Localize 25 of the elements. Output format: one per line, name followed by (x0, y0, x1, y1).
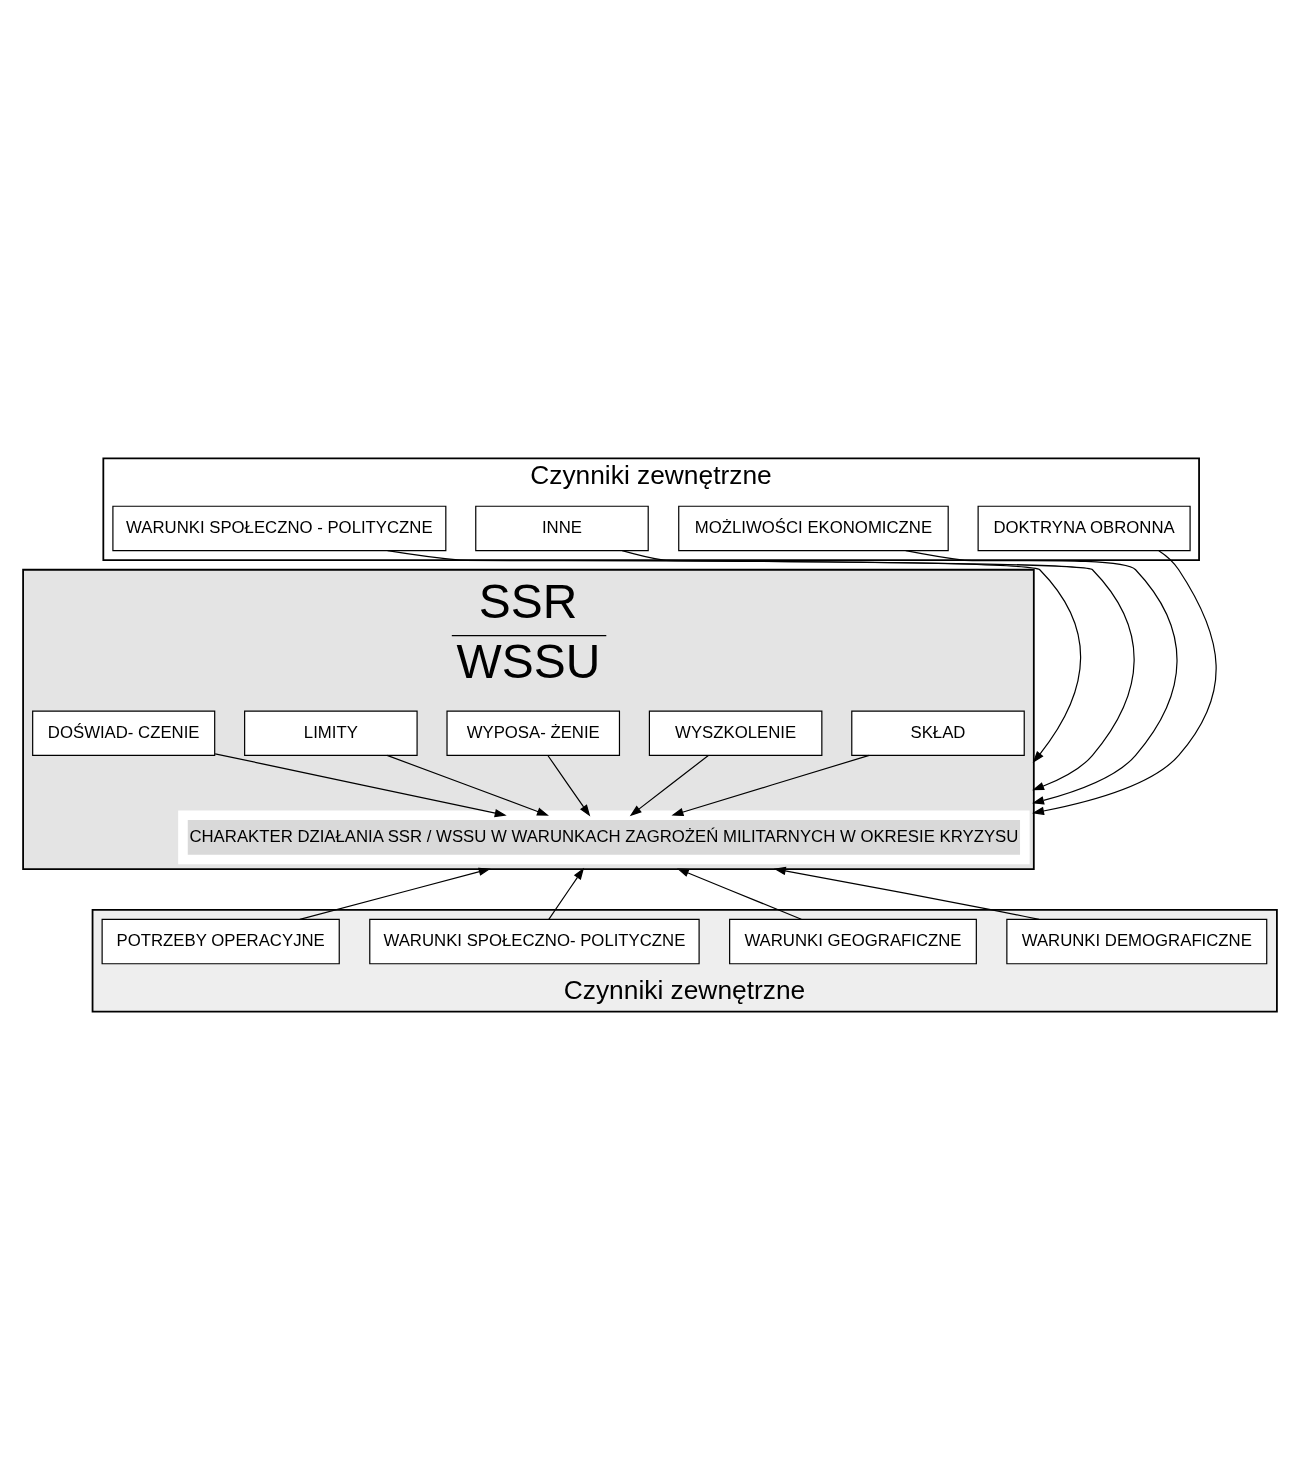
node-box: LIMITY (244, 709, 418, 756)
arrow (621, 549, 1135, 790)
arrow (214, 752, 507, 817)
arrow (671, 754, 870, 816)
arrow (1032, 549, 1217, 815)
node-box: INNE (475, 505, 649, 551)
node-box: POTRZEBY OPERACYJNE (101, 918, 340, 964)
arrow (547, 754, 591, 817)
node-box: DOŚWIAD- CZENIE (32, 709, 216, 756)
arrow (299, 867, 491, 920)
arrow (773, 866, 1040, 920)
arrow (676, 867, 802, 920)
arrow (629, 754, 709, 816)
node-box: MOŻLIWOŚCI EKONOMICZNE (678, 505, 949, 551)
arrow (905, 549, 1178, 804)
node-box: WARUNKI SPOŁECZNO- POLITYCZNE (369, 918, 700, 964)
node-box: WARUNKI GEOGRAFICZNE (729, 918, 977, 964)
node-box: WARUNKI DEMOGRAFICZNE (1006, 918, 1268, 964)
node-box: WYPOSA- ŻENIE (446, 709, 621, 756)
arrow (386, 754, 549, 816)
arrow (548, 867, 585, 920)
node-box: SKŁAD (851, 709, 1025, 756)
node-box: WYSZKOLENIE (648, 709, 823, 756)
node-box: WARUNKI SPOŁECZNO - POLITYCZNE (112, 505, 447, 551)
node-box: DOKTRYNA OBRONNA (977, 505, 1191, 551)
